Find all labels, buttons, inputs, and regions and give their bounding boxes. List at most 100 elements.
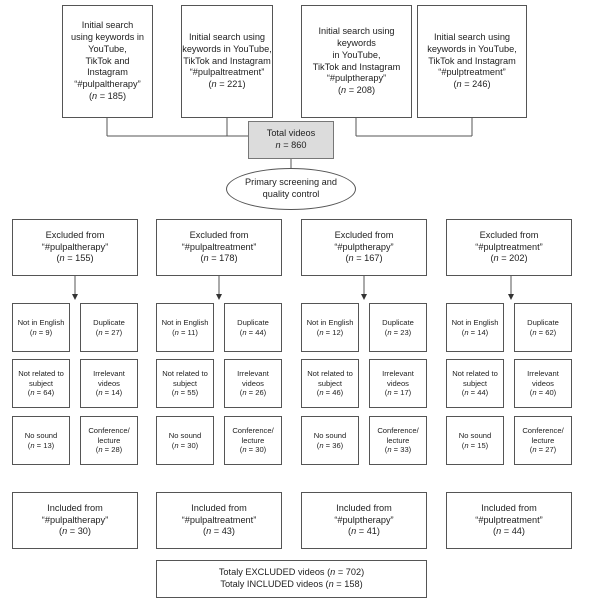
reason-count: 15 — [477, 440, 486, 450]
reason-box-not-in-english: Not in English (n = 11) — [156, 303, 214, 352]
excluded-tag: “#pulpaltreatment” — [181, 241, 257, 252]
excluded-count: 155 — [75, 253, 91, 264]
reason-count: 62 — [545, 327, 554, 337]
included-tag: “#pulptreatment” — [475, 514, 543, 525]
reason-label: Conference/ — [377, 425, 419, 435]
excluded-tag: “#pulptreatment” — [475, 241, 543, 252]
reason-box-no-sound: No sound (n = 13) — [12, 416, 70, 465]
reason-count: 9 — [45, 327, 50, 337]
reason-label: videos — [387, 378, 409, 388]
excluded-box-pulptherapy: Excluded from “#pulptherapy” (n = 167) — [301, 219, 427, 276]
reason-count: 64 — [43, 388, 52, 398]
reason-count: 14 — [111, 388, 120, 398]
search-text: Instagram — [87, 67, 128, 78]
reason-label: subject — [317, 378, 343, 388]
included-tag: “#pulptherapy” — [334, 514, 394, 525]
summary-excluded-label: Totaly EXCLUDED videos — [218, 567, 325, 578]
included-count: 30 — [77, 526, 88, 537]
search-text: “#pulpaltherapy” — [74, 79, 141, 90]
search-text: Initial search — [81, 20, 134, 31]
reason-count: 13 — [43, 440, 52, 450]
excluded-tag: “#pulptherapy” — [334, 241, 394, 252]
reason-label: Irrelevant — [237, 368, 269, 378]
reason-count: 33 — [400, 445, 409, 455]
reason-count: 11 — [187, 327, 196, 337]
reason-box-conference: Conference/ lecture (n = 28) — [80, 416, 138, 465]
reason-box-not-in-english: Not in English (n = 9) — [12, 303, 70, 352]
included-count: 43 — [221, 526, 232, 537]
reason-label: Not in English — [161, 317, 209, 327]
excluded-box-pulpaltreatment: Excluded from “#pulpaltreatment” (n = 17… — [156, 219, 282, 276]
reason-label: subject — [462, 378, 488, 388]
reason-count: 30 — [255, 445, 264, 455]
search-text: TikTok and Instagram — [183, 55, 271, 66]
reason-box-irrelevant: Irrelevant videos (n = 17) — [369, 359, 427, 408]
reason-count: 46 — [332, 388, 341, 398]
reason-count: 27 — [111, 327, 120, 337]
summary-included-count: 158 — [344, 579, 360, 589]
included-box-pulpaltreatment: Included from “#pulpaltreatment” (n = 43… — [156, 492, 282, 549]
reason-label: videos — [242, 378, 264, 388]
reason-box-duplicate: Duplicate (n = 44) — [224, 303, 282, 352]
reason-box-irrelevant: Irrelevant videos (n = 40) — [514, 359, 572, 408]
search-text: YouTube, — [88, 43, 127, 54]
included-tag: “#pulpaltreatment” — [181, 514, 257, 525]
reason-count: 40 — [545, 388, 554, 398]
reason-label: videos — [98, 378, 120, 388]
search-text: keywords in YouTube, — [427, 43, 517, 54]
reason-label: subject — [172, 378, 198, 388]
search-box-pulptreatment: Initial search using keywords in YouTube… — [417, 5, 527, 118]
search-count: 185 — [107, 90, 123, 101]
screening-ellipse: Primary screening and quality control — [226, 168, 356, 210]
reason-count: 14 — [477, 327, 486, 337]
reason-box-conference: Conference/ lecture (n = 30) — [224, 416, 282, 465]
included-label: Included from — [336, 502, 392, 513]
reason-box-no-sound: No sound (n = 36) — [301, 416, 359, 465]
reason-label: Irrelevant — [93, 368, 125, 378]
reason-label: Not related to — [18, 368, 64, 378]
search-text: keywords in YouTube, — [182, 43, 272, 54]
reason-count: 44 — [255, 327, 264, 337]
reason-box-not-in-english: Not in English (n = 12) — [301, 303, 359, 352]
search-text: keywords — [337, 37, 376, 48]
excluded-box-pulptreatment: Excluded from “#pulptreatment” (n = 202) — [446, 219, 572, 276]
summary-included-label: Totaly INCLUDED videos — [220, 579, 323, 589]
included-label: Included from — [191, 502, 247, 513]
search-text: TikTok and Instagram — [312, 61, 401, 72]
reason-box-duplicate: Duplicate (n = 23) — [369, 303, 427, 352]
reason-box-not-related: Not related to subject (n = 64) — [12, 359, 70, 408]
reason-label: lecture — [531, 435, 555, 445]
search-text: TikTok and Instagram — [428, 55, 516, 66]
reason-label: lecture — [241, 435, 265, 445]
reason-label: lecture — [386, 435, 410, 445]
search-text: Initial search using — [188, 32, 266, 43]
search-text: “#pulpaltreatment” — [189, 67, 265, 78]
reason-label: Not related to — [307, 368, 353, 378]
included-tag: “#pulpaltherapy” — [41, 514, 109, 525]
search-count: 221 — [227, 79, 243, 90]
excluded-label: Excluded from — [479, 229, 539, 240]
reason-count: 27 — [545, 445, 554, 455]
search-count: 208 — [356, 85, 372, 96]
reason-label: Duplicate — [382, 317, 414, 327]
reason-count: 12 — [332, 327, 341, 337]
search-box-pulpaltherapy: Initial search using keywords in YouTube… — [62, 5, 153, 118]
reason-label: Duplicate — [93, 317, 125, 327]
reason-label: Conference/ — [522, 425, 564, 435]
reason-label: lecture — [97, 435, 121, 445]
reason-box-not-related: Not related to subject (n = 46) — [301, 359, 359, 408]
excluded-count: 167 — [364, 253, 380, 264]
reason-label: Irrelevant — [382, 368, 414, 378]
total-label: Total videos — [266, 128, 316, 139]
reason-count: 55 — [187, 388, 196, 398]
excluded-tag: “#pulpaltherapy” — [41, 241, 109, 252]
reason-count: 44 — [477, 388, 486, 398]
summary-box: Totaly EXCLUDED videos (n = 702) Totaly … — [156, 560, 427, 598]
included-label: Included from — [47, 502, 103, 513]
included-count: 44 — [511, 526, 522, 537]
summary-excluded-count: 702 — [345, 567, 362, 578]
reason-count: 28 — [111, 445, 120, 455]
included-count: 41 — [366, 526, 377, 537]
reason-label: Not in English — [306, 317, 354, 327]
